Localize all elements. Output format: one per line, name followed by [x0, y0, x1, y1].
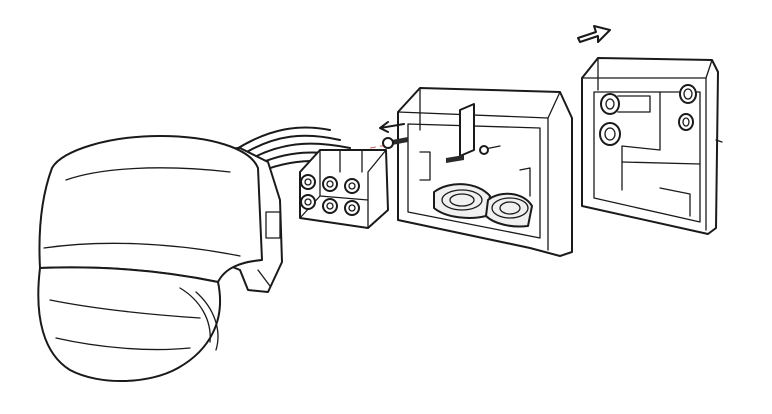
- bracket-screws: [382, 137, 501, 163]
- mounting-bracket: [379, 87, 573, 257]
- terminal-block: [299, 149, 389, 229]
- terminal-screws: [300, 174, 360, 216]
- direction-arrow-icon: [577, 25, 611, 43]
- wall-back-plate: [581, 57, 723, 235]
- back-plate-holes: [599, 84, 697, 146]
